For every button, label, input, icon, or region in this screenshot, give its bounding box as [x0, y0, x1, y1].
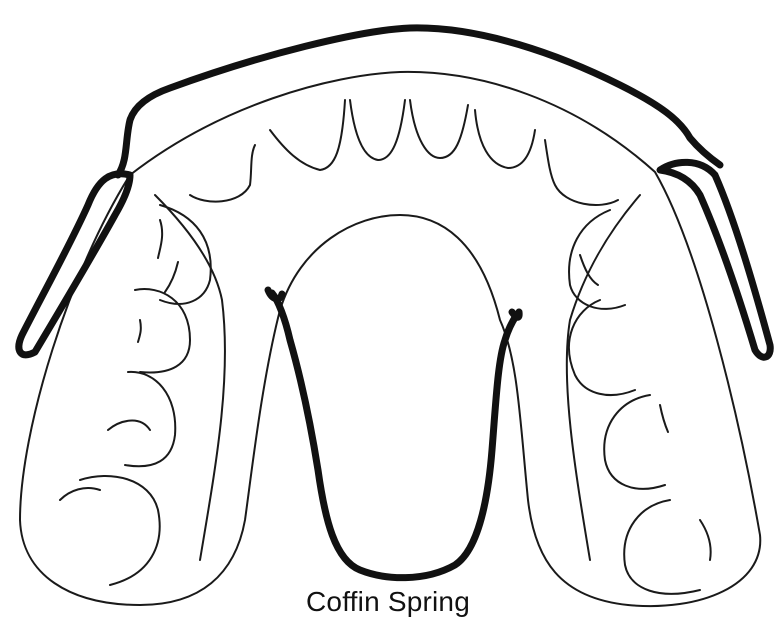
palatal-contour-right	[567, 195, 640, 560]
left-clasp-wire	[19, 174, 130, 355]
anterior-teeth-scallops	[190, 100, 618, 205]
right-clasp-wire	[660, 162, 770, 357]
palatal-contour-left	[155, 195, 225, 560]
coffin-spring-wire	[272, 293, 516, 578]
left-posterior-teeth	[60, 205, 211, 585]
figure-caption: Coffin Spring	[0, 586, 776, 618]
spring-end-tag-right	[512, 312, 519, 317]
labial-bow-wire	[118, 28, 720, 175]
